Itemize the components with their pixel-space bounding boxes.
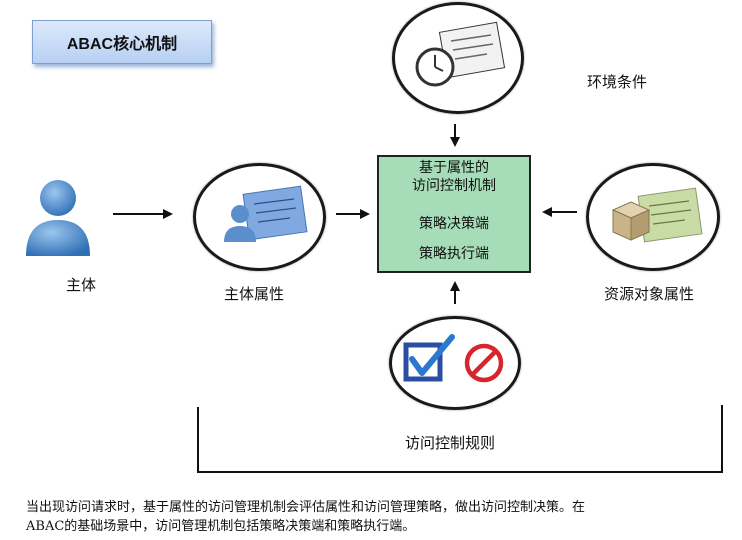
policy-decision-point: 策略决策端 xyxy=(419,216,489,232)
subject-attributes-circle xyxy=(193,163,326,271)
caption: 当出现访问请求时，基于属性的访问管理机制会评估属性和访问管理策略，做出访问控制决… xyxy=(26,498,726,536)
resource-attributes-circle xyxy=(586,163,720,271)
caption-line1: 当出现访问请求时，基于属性的访问管理机制会评估属性和访问管理策略，做出访问控制决… xyxy=(26,500,586,515)
diagram-title: ABAC核心机制 xyxy=(32,20,212,64)
environment-label: 环境条件 xyxy=(587,73,648,91)
environment-circle xyxy=(392,2,524,114)
user-icon xyxy=(26,180,90,256)
resource-attributes-label: 资源对象属性 xyxy=(604,285,695,303)
user-document-icon xyxy=(224,185,308,242)
mechanism-title-line2: 访问控制机制 xyxy=(412,178,496,194)
clock-document-icon xyxy=(415,21,506,87)
policy-enforcement-point: 策略执行端 xyxy=(419,246,489,262)
rules-circle xyxy=(389,316,521,410)
subject-attributes-label: 主体属性 xyxy=(224,285,285,303)
abac-mechanism-box: 基于属性的 访问控制机制 策略决策端 策略执行端 xyxy=(377,155,531,273)
mechanism-title-line1: 基于属性的 xyxy=(419,160,489,176)
caption-line2: ABAC的基础场景中，访问管理机制包括策略决策端和策略执行端。 xyxy=(26,519,416,534)
package-document-icon xyxy=(611,187,703,243)
rules-bracket xyxy=(197,405,723,473)
rules-label: 访问控制规则 xyxy=(405,434,496,452)
subject-label: 主体 xyxy=(66,276,97,294)
check-deny-icon xyxy=(403,334,504,383)
